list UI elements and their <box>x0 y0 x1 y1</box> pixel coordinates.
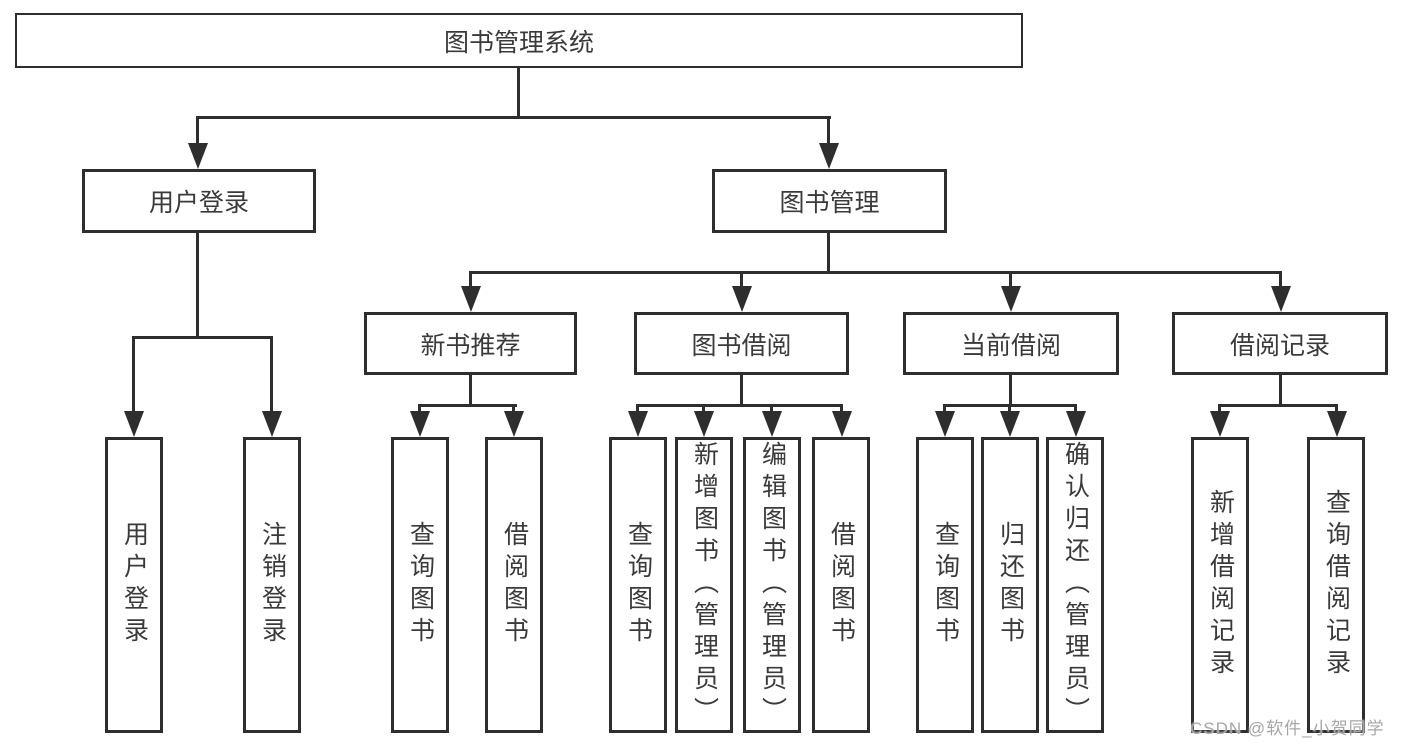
arrow-down-current-borrow-icon <box>1001 286 1021 312</box>
node-new-book-recommend: 新书推荐 <box>364 312 577 375</box>
node-book-borrowing: 图书借阅 <box>634 312 849 375</box>
connector-drop-book-mgmt <box>827 116 830 147</box>
arrow-down-leaf-3-icon <box>628 411 648 437</box>
leaf-query-borrow-record: 查询借阅记录 <box>1307 437 1365 733</box>
connector-drop-leaf-6 <box>840 404 843 416</box>
connector-book-borrow-stem <box>740 375 743 407</box>
connector-drop-leaf-9 <box>1074 404 1077 416</box>
connector-book-mgmt-stem <box>827 233 830 274</box>
arrow-down-leaf-7-icon <box>935 411 955 437</box>
connector-drop-leaf-1 <box>418 404 421 416</box>
arrow-down-leaf-logout-icon <box>262 411 282 437</box>
connector-new-book-rail <box>418 404 517 407</box>
connector-drop-leaf-3 <box>636 404 639 416</box>
connector-borrow-records-rail <box>1218 404 1338 407</box>
connector-drop-user-login <box>196 116 199 147</box>
node-book-management-branch: 图书管理 <box>712 169 947 233</box>
leaf-query-books-recommend: 查询图书 <box>391 437 449 733</box>
arrow-down-new-book-icon <box>461 286 481 312</box>
node-user-login-branch: 用户登录 <box>82 169 316 233</box>
arrow-down-leaf-4-icon <box>694 411 714 437</box>
arrow-down-leaf-6-icon <box>832 411 852 437</box>
connector-level2-rail <box>196 116 831 119</box>
connector-drop-leaf-10 <box>1218 404 1221 416</box>
arrow-down-leaf-login-icon <box>124 411 144 437</box>
connector-drop-leaf-login <box>132 336 135 415</box>
leaf-return-books: 归还图书 <box>981 437 1039 733</box>
node-borrowing-records: 借阅记录 <box>1172 312 1388 375</box>
arrow-down-book-mgmt-icon <box>819 143 839 169</box>
leaf-edit-books-admin: 编辑图书（管理员） <box>743 437 801 733</box>
connector-root-stem <box>517 66 520 118</box>
node-book-management-system: 图书管理系统 <box>15 13 1023 68</box>
connector-drop-book-borrow <box>740 271 743 291</box>
arrow-down-leaf-1-icon <box>410 411 430 437</box>
connector-drop-leaf-2 <box>512 404 515 416</box>
arrow-down-book-borrow-icon <box>732 286 752 312</box>
leaf-borrow-books: 借阅图书 <box>812 437 870 733</box>
connector-drop-leaf-4 <box>702 404 705 416</box>
arrow-down-leaf-8-icon <box>1000 411 1020 437</box>
arrow-down-user-login-icon <box>188 143 208 169</box>
leaf-add-books-admin: 新增图书（管理员） <box>675 437 733 733</box>
connector-drop-leaf-7 <box>943 404 946 416</box>
connector-level3-rail <box>469 271 1282 274</box>
leaf-query-books-current: 查询图书 <box>916 437 974 733</box>
arrow-down-leaf-5-icon <box>762 411 782 437</box>
connector-new-book-stem <box>469 375 472 407</box>
connector-drop-current-borrow <box>1009 271 1012 291</box>
connector-current-borrow-stem <box>1009 375 1012 407</box>
leaf-query-books-borrowing: 查询图书 <box>609 437 667 733</box>
leaf-user-login: 用户登录 <box>105 437 163 733</box>
connector-drop-leaf-logout <box>270 336 273 415</box>
leaf-logout: 注销登录 <box>243 437 301 733</box>
arrow-down-leaf-11-icon <box>1327 411 1347 437</box>
connector-drop-new-book <box>469 271 472 291</box>
connector-drop-leaf-11 <box>1335 404 1338 416</box>
leaf-borrow-books-recommend: 借阅图书 <box>485 437 543 733</box>
leaf-confirm-return-admin: 确认归还（管理员） <box>1046 437 1104 733</box>
node-current-borrowing: 当前借阅 <box>903 312 1119 375</box>
connector-drop-leaf-5 <box>770 404 773 416</box>
arrow-down-borrow-records-icon <box>1271 286 1291 312</box>
watermark: CSDN @软件_小贺同学 <box>1190 719 1385 738</box>
connector-drop-borrow-records <box>1279 271 1282 291</box>
connector-borrow-records-stem <box>1279 375 1282 407</box>
connector-user-login-rail <box>132 336 273 339</box>
arrow-down-leaf-9-icon <box>1066 411 1086 437</box>
connector-book-borrow-rail <box>636 404 843 407</box>
connector-user-login-stem <box>196 233 199 339</box>
arrow-down-leaf-10-icon <box>1210 411 1230 437</box>
leaf-add-borrow-record: 新增借阅记录 <box>1191 437 1249 733</box>
arrow-down-leaf-2-icon <box>504 411 524 437</box>
connector-drop-leaf-8 <box>1008 404 1011 416</box>
